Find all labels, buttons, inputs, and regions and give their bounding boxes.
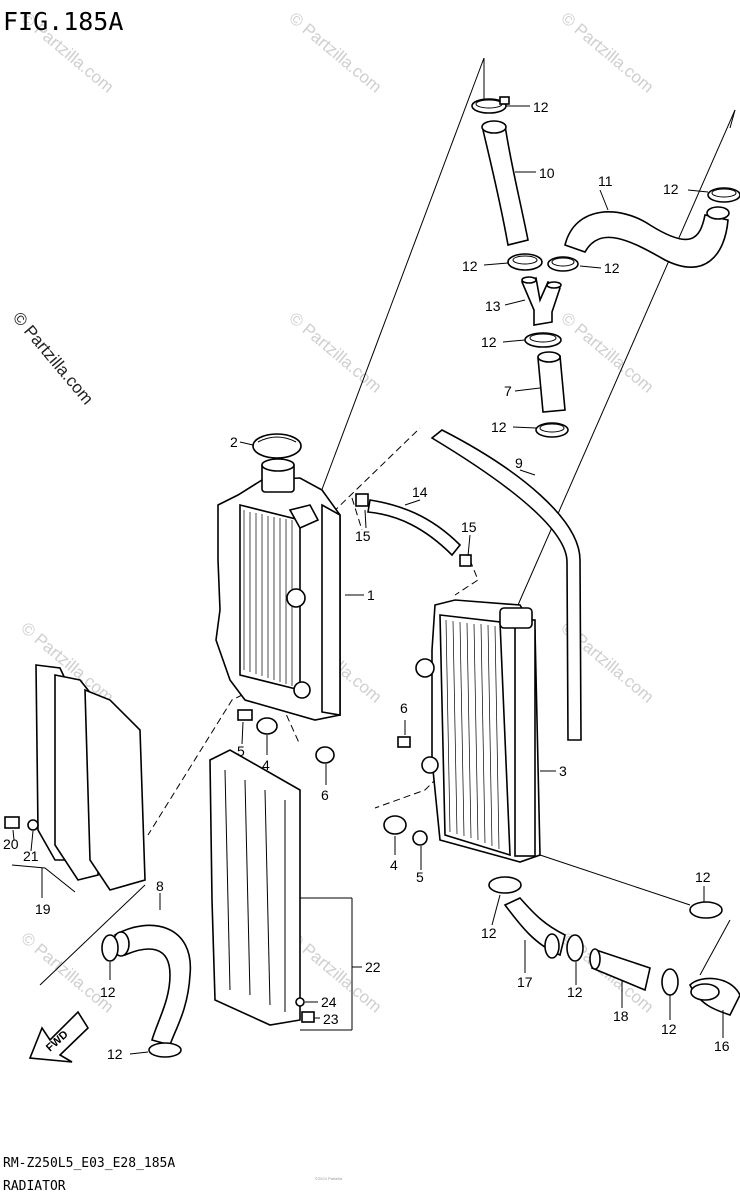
radiator-shroud-19[interactable]: [35, 664, 146, 891]
hose-clamp[interactable]: [101, 934, 119, 962]
callout-15: 15: [461, 519, 477, 535]
callout-12: 12: [661, 1021, 677, 1037]
hose-clamp[interactable]: [535, 422, 569, 438]
callout-18: 18: [613, 1008, 629, 1024]
callout-5: 5: [416, 869, 424, 885]
hose-17[interactable]: [503, 897, 566, 959]
hose-clamp[interactable]: [689, 901, 723, 919]
hose-clamp[interactable]: [547, 256, 579, 272]
callout-19: 19: [35, 901, 51, 917]
hose-clamp[interactable]: [148, 1042, 182, 1058]
callout-12: 12: [567, 984, 583, 1000]
fin-pattern: [445, 619, 500, 850]
callout-6: 6: [321, 787, 329, 803]
upper-hose-10[interactable]: [481, 120, 529, 246]
grommet-6[interactable]: [397, 736, 411, 748]
callout-12: 12: [491, 419, 507, 435]
grommet-4[interactable]: [256, 717, 278, 735]
callout-17: 17: [517, 974, 533, 990]
callout-12: 12: [695, 869, 711, 885]
radiator-left-1[interactable]: [215, 458, 341, 721]
grommet-6[interactable]: [315, 746, 335, 764]
watermark: © Partzilla.com: [285, 309, 385, 397]
copyright-small: ©2024 Partzilla: [315, 1176, 343, 1181]
callout-14: 14: [412, 484, 428, 500]
callout-5: 5: [237, 743, 245, 759]
model-code: RM-Z250L5_E03_E28_185A: [3, 1156, 175, 1171]
callout-12: 12: [604, 260, 620, 276]
bolt-5[interactable]: [237, 709, 253, 721]
clip-23[interactable]: [301, 1011, 315, 1023]
callout-labels: 12 10 11 12 12 12 13 12 7 12 2 9 14 15 1…: [3, 99, 730, 1062]
callout-20: 20: [3, 836, 19, 852]
hose-clamp[interactable]: [707, 187, 740, 203]
hose-14[interactable]: [367, 499, 462, 557]
overflow-tube-9[interactable]: [430, 429, 582, 741]
callout-12: 12: [462, 258, 478, 274]
callout-12: 12: [663, 181, 679, 197]
hose-11[interactable]: [564, 206, 730, 268]
clip-20[interactable]: [4, 816, 20, 829]
fwd-arrow: FWD: [28, 1010, 90, 1063]
callout-22: 22: [365, 959, 381, 975]
hose-8[interactable]: [112, 924, 192, 1046]
callout-24: 24: [321, 994, 337, 1010]
radiator-right-3[interactable]: [415, 599, 541, 863]
callout-15: 15: [355, 528, 371, 544]
callout-12: 12: [100, 984, 116, 1000]
callout-23: 23: [323, 1011, 339, 1027]
radiator-louver-22[interactable]: [209, 749, 301, 1026]
leader-lines: [11, 105, 724, 1055]
hose-clip-15[interactable]: [355, 493, 369, 507]
callout-21: 21: [23, 848, 39, 864]
callout-12: 12: [481, 925, 497, 941]
figure-title: FIG.185A: [3, 7, 123, 36]
callout-12: 12: [481, 334, 497, 350]
hose-7[interactable]: [537, 351, 566, 413]
callout-6: 6: [400, 700, 408, 716]
callout-13: 13: [485, 298, 501, 314]
nut-24[interactable]: [295, 997, 305, 1007]
nut-21[interactable]: [27, 819, 39, 831]
watermark: © Partzilla.com: [557, 9, 657, 97]
hose-clamp[interactable]: [488, 876, 522, 894]
callout-1: 1: [367, 587, 375, 603]
hose-clamp[interactable]: [507, 253, 543, 271]
grommet-4[interactable]: [383, 815, 407, 835]
y-joint-13[interactable]: [520, 276, 562, 326]
hose-clamp[interactable]: [566, 934, 584, 962]
bolt-5[interactable]: [412, 830, 428, 846]
watermark: © Partzilla.com: [285, 9, 385, 97]
callout-4: 4: [390, 857, 398, 873]
callout-2: 2: [230, 434, 238, 450]
callout-4: 4: [262, 757, 270, 773]
hose-clip-15[interactable]: [459, 554, 472, 567]
callout-12: 12: [533, 99, 549, 115]
callout-16: 16: [714, 1038, 730, 1054]
callout-11: 11: [598, 173, 613, 189]
radiator-cap-2[interactable]: [252, 433, 302, 459]
callout-7: 7: [504, 383, 512, 399]
callout-8: 8: [156, 878, 164, 894]
callout-12: 12: [107, 1046, 123, 1062]
hose-clamp[interactable]: [524, 332, 562, 348]
hose-16[interactable]: [689, 977, 740, 1016]
hose-clamp[interactable]: [471, 96, 510, 114]
section-name: RADIATOR: [3, 1179, 66, 1194]
callout-10: 10: [539, 165, 555, 181]
callout-3: 3: [559, 763, 567, 779]
hose-clamp[interactable]: [661, 968, 679, 996]
pipe-18[interactable]: [589, 948, 651, 992]
side-watermark: © Partzilla.com: [9, 308, 97, 408]
callout-9: 9: [515, 455, 523, 471]
